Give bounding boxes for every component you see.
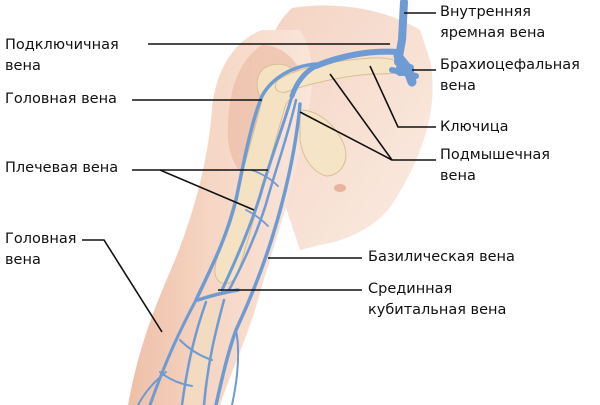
label-line: Головная вена [5, 91, 117, 107]
forearm-vein [148, 298, 198, 405]
brachiocephalic-stub [396, 64, 414, 76]
label-line: Ключица [440, 119, 509, 135]
cephalic-vein-upper [194, 62, 318, 302]
label-line: кубитальная вена [368, 302, 507, 318]
leader-cephalic-lower [82, 239, 163, 333]
leader-lines [82, 12, 436, 333]
label-axillary-vein: Подмышечная вена [440, 145, 550, 187]
label-line: Головная [5, 231, 77, 247]
leader-clavicle [369, 65, 436, 128]
label-line: Срединная [368, 281, 453, 297]
subclavian-vein [313, 48, 401, 69]
forearm-bones [182, 300, 222, 405]
label-brachial-vein: Плечевая вена [5, 158, 118, 179]
label-line: Подключичная [5, 37, 119, 53]
label-line: Базилическая вена [368, 249, 515, 265]
label-line: вена [440, 78, 476, 94]
clavicle-bone [274, 57, 405, 93]
label-internal-jugular-vein: Внутренняя яремная вена [440, 2, 545, 44]
label-line: Внутренняя [440, 4, 531, 20]
label-basilic-vein: Базилическая вена [368, 247, 515, 268]
label-line: вена [440, 168, 476, 184]
axillary-vein [289, 63, 319, 99]
label-line: Плечевая вена [5, 160, 119, 176]
label-cephalic-vein-lower: Головная вена [5, 229, 77, 271]
basilic-vein [214, 102, 302, 405]
leader-axillary-2 [299, 111, 393, 161]
label-subclavian-vein: Подключичная вена [5, 35, 119, 77]
scapula-bone [299, 109, 347, 177]
label-line: вена [5, 58, 41, 74]
brachial-vein [220, 94, 294, 292]
label-line: вена [5, 252, 41, 268]
label-cephalic-vein-upper: Головная вена [5, 89, 117, 110]
label-line: Брахиоцефальная [440, 57, 580, 73]
label-line: Подмышечная [440, 147, 551, 163]
label-clavicle: Ключица [440, 117, 509, 138]
label-median-cubital-vein: Срединная кубитальная вена [368, 279, 506, 321]
nipple [334, 184, 346, 192]
label-brachiocephalic-vein: Брахиоцефальная вена [440, 55, 580, 97]
label-line: яремная вена [440, 25, 546, 41]
